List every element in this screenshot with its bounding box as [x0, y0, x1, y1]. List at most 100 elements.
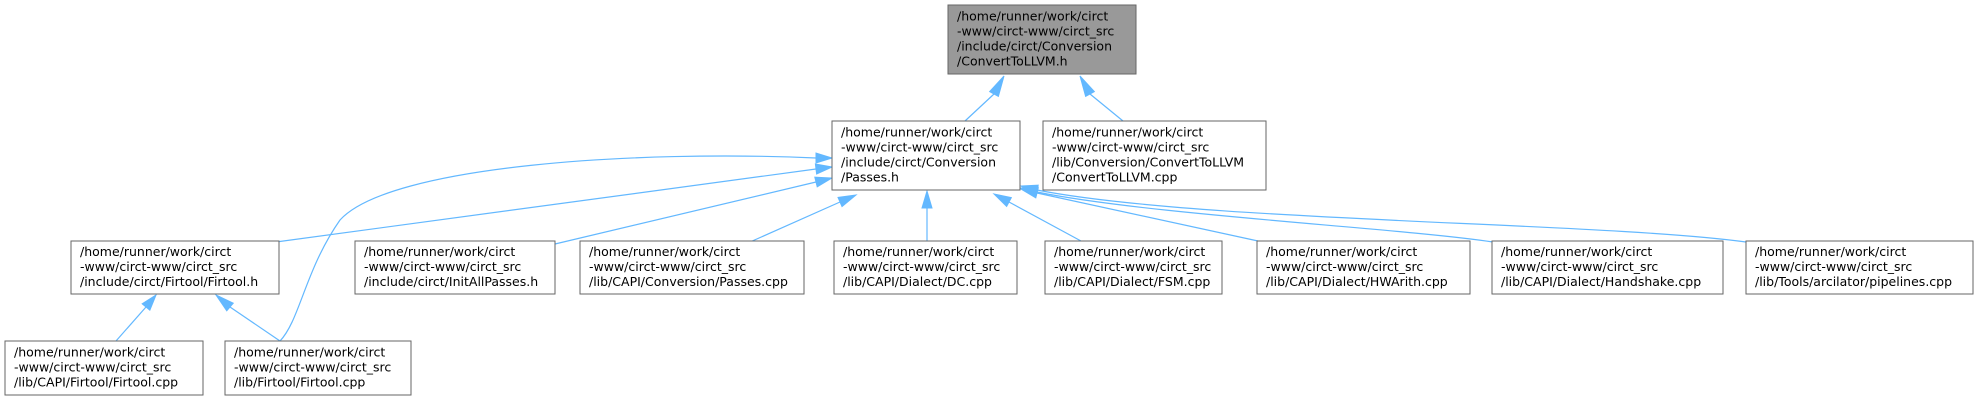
node-box	[70, 240, 280, 295]
edge-line	[964, 93, 995, 122]
edge-n6-to-n1	[921, 189, 933, 241]
node-label-line: /home/runner/work/circt	[589, 244, 740, 259]
edge-arrowhead	[921, 189, 933, 209]
node-label-line: /include/circt/Conversion	[841, 155, 996, 170]
file-node[interactable]: /home/runner/work/circt-www/circt-www/ci…	[354, 240, 556, 295]
node-label-line: -www/circt-www/circt_src	[843, 259, 1000, 274]
node-label-line: -www/circt-www/circt_src	[80, 259, 237, 274]
node-label-line: -www/circt-www/circt_src	[957, 24, 1114, 39]
node-label-line: -www/circt-www/circt_src	[1052, 140, 1209, 155]
edge-n3-to-n1	[275, 163, 834, 243]
edge-line	[1089, 93, 1124, 122]
root-file-node: /home/runner/work/circt-www/circt-www/ci…	[947, 4, 1137, 75]
node-label-line: /ConvertToLLVM.h	[957, 54, 1068, 69]
node-label-line: /include/circt/Conversion	[957, 39, 1112, 54]
node-label-line: -www/circt-www/circt_src	[1755, 259, 1912, 274]
edge-n10-to-n1	[1019, 184, 1747, 243]
node-label-line: /lib/Firtool/Firtool.cpp	[234, 375, 365, 390]
edge-n2-to-n0	[1079, 75, 1124, 122]
edges-layer	[115, 75, 1747, 342]
edge-line	[1036, 191, 1494, 243]
edge-arrowhead	[814, 163, 834, 175]
node-box	[4, 340, 204, 396]
edge-line	[554, 181, 817, 245]
node-label-line: /home/runner/work/circt	[957, 9, 1108, 24]
edge-line	[1036, 192, 1259, 242]
node-box	[354, 240, 556, 295]
file-node[interactable]: /home/runner/work/circt-www/circt-www/ci…	[4, 340, 204, 396]
node-label-line: /home/runner/work/circt	[234, 345, 385, 360]
edge-arrowhead	[992, 193, 1013, 208]
edge-line	[1036, 189, 1747, 243]
node-label-line: /lib/CAPI/Dialect/DC.cpp	[843, 274, 992, 289]
node-label-line: /lib/Tools/arcilator/pipelines.cpp	[1755, 274, 1952, 289]
node-label-line: /home/runner/work/circt	[1501, 244, 1652, 259]
edge-arrowhead	[1079, 75, 1096, 98]
node-label-line: /lib/CAPI/Dialect/Handshake.cpp	[1501, 274, 1701, 289]
file-node[interactable]: /home/runner/work/circt-www/circt-www/ci…	[1491, 240, 1724, 295]
node-label-line: /home/runner/work/circt	[80, 244, 231, 259]
edge-n4-to-n1	[554, 176, 834, 245]
edge-n7-to-n1	[992, 193, 1082, 242]
node-label-line: /home/runner/work/circt	[1052, 125, 1203, 140]
node-box	[833, 240, 1018, 295]
edge-line	[749, 201, 841, 243]
file-node[interactable]: /home/runner/work/circt-www/circt-www/ci…	[224, 340, 412, 396]
node-label-line: /home/runner/work/circt	[1054, 244, 1205, 259]
edge-arrowhead	[815, 152, 834, 164]
node-label-line: /lib/CAPI/Dialect/HWArith.cpp	[1266, 274, 1448, 289]
edge-line	[279, 155, 817, 342]
edge-arrowhead	[1019, 184, 1039, 196]
node-box	[1044, 240, 1223, 295]
node-label-line: /Passes.h	[841, 170, 899, 185]
file-node[interactable]: /home/runner/work/circt-www/circt-www/ci…	[833, 240, 1018, 295]
node-label-line: /home/runner/work/circt	[14, 345, 165, 360]
node-label-line: -www/circt-www/circt_src	[14, 360, 171, 375]
node-box	[1491, 240, 1724, 295]
nodes-layer: /home/runner/work/circt-www/circt-www/ci…	[4, 4, 1974, 396]
node-label-line: /home/runner/work/circt	[843, 244, 994, 259]
file-node[interactable]: /home/runner/work/circt-www/circt-www/ci…	[1745, 240, 1974, 295]
edge-n11-to-n3	[115, 293, 158, 342]
node-label-line: -www/circt-www/circt_src	[1054, 259, 1211, 274]
edge-line	[229, 306, 281, 342]
node-label-line: /include/circt/InitAllPasses.h	[364, 274, 538, 289]
node-label-line: /home/runner/work/circt	[841, 125, 992, 140]
node-label-line: /ConvertToLLVM.cpp	[1052, 170, 1177, 185]
node-label-line: /include/circt/Firtool/Firtool.h	[80, 274, 258, 289]
edge-n12-to-n3	[214, 293, 281, 342]
node-label-line: /home/runner/work/circt	[364, 244, 515, 259]
node-label-line: -www/circt-www/circt_src	[589, 259, 746, 274]
file-node[interactable]: /home/runner/work/circt-www/circt-www/ci…	[70, 240, 280, 295]
node-box	[947, 4, 1137, 75]
node-box	[831, 120, 1021, 191]
node-label-line: /lib/CAPI/Firtool/Firtool.cpp	[14, 375, 178, 390]
node-label-line: /lib/CAPI/Dialect/FSM.cpp	[1054, 274, 1210, 289]
edge-n5-to-n1	[749, 194, 858, 243]
node-label-line: -www/circt-www/circt_src	[1501, 259, 1658, 274]
file-node[interactable]: /home/runner/work/circt-www/circt-www/ci…	[1042, 120, 1267, 191]
file-node[interactable]: /home/runner/work/circt-www/circt-www/ci…	[1256, 240, 1471, 295]
node-box	[224, 340, 412, 396]
edge-line	[275, 168, 817, 243]
node-label-line: -www/circt-www/circt_src	[364, 259, 521, 274]
node-label-line: -www/circt-www/circt_src	[234, 360, 391, 375]
node-label-line: /home/runner/work/circt	[1755, 244, 1906, 259]
edge-n12-to-n1	[279, 152, 834, 342]
file-node[interactable]: /home/runner/work/circt-www/circt-www/ci…	[1044, 240, 1223, 295]
edge-arrowhead	[214, 293, 235, 312]
node-box	[1256, 240, 1471, 295]
edge-n9-to-n1	[1019, 186, 1494, 243]
node-label-line: -www/circt-www/circt_src	[841, 140, 998, 155]
node-box	[1042, 120, 1267, 191]
file-node[interactable]: /home/runner/work/circt-www/circt-www/ci…	[831, 120, 1021, 191]
node-box	[1745, 240, 1974, 295]
edge-arrowhead	[814, 176, 834, 188]
node-box	[579, 240, 805, 295]
file-node[interactable]: /home/runner/work/circt-www/circt-www/ci…	[579, 240, 805, 295]
node-label-line: -www/circt-www/circt_src	[1266, 259, 1423, 274]
edge-line	[115, 306, 147, 342]
node-label-line: /lib/Conversion/ConvertToLLVM	[1052, 155, 1244, 170]
edge-n1-to-n0	[964, 75, 1005, 122]
